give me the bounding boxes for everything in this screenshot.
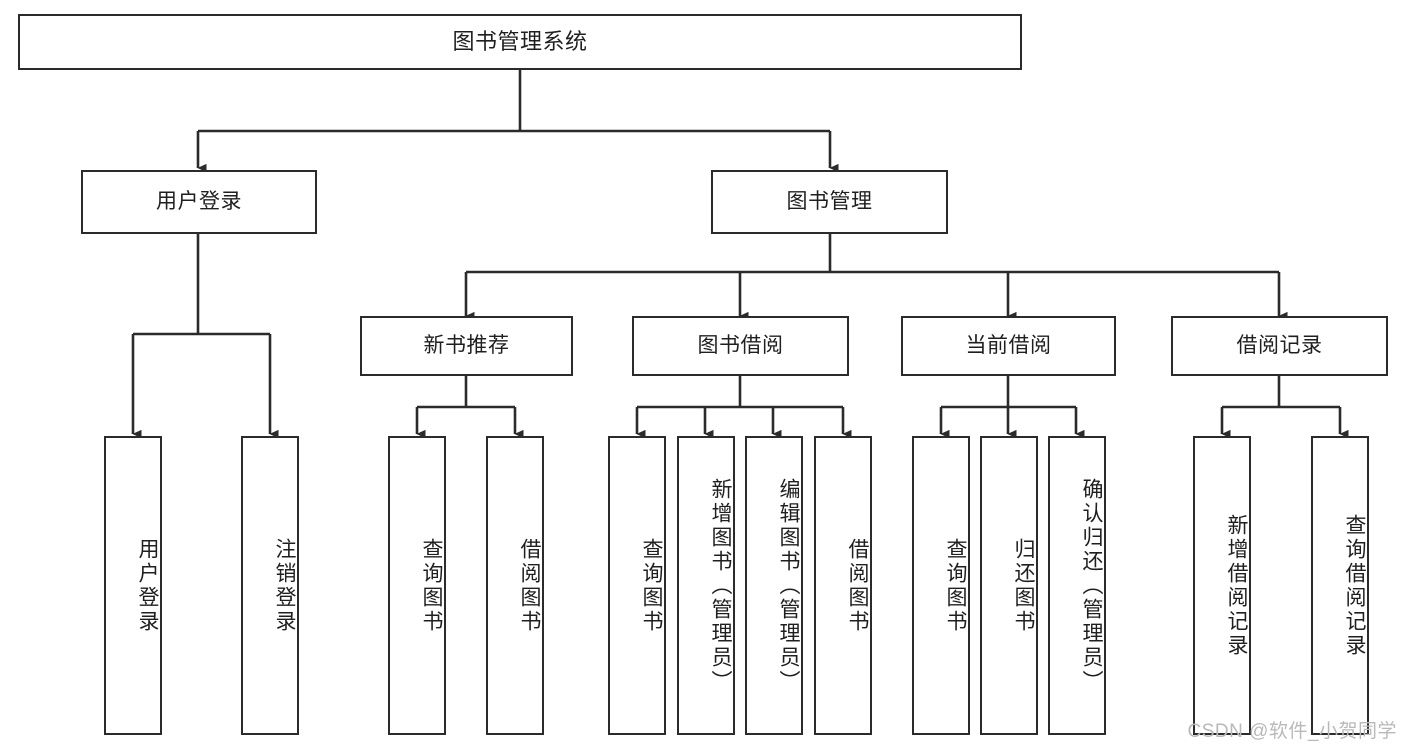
leaf-query-borrow-record[interactable]: 查询借阅记录 <box>1311 436 1369 735</box>
leaf-add-borrow-record[interactable]: 新增借阅记录 <box>1193 436 1251 735</box>
node-new-book-recommend[interactable]: 新书推荐 <box>360 316 573 376</box>
leaf-user-login[interactable]: 用户登录 <box>104 436 162 735</box>
leaf-add-book-admin-label: 新增图书（管理员） <box>709 477 732 694</box>
leaf-return-book[interactable]: 归还图书 <box>980 436 1038 735</box>
leaf-borrow-book-1[interactable]: 借阅图书 <box>486 436 544 735</box>
leaf-query-book-1-label: 查询图书 <box>420 537 443 634</box>
leaf-confirm-return-admin[interactable]: 确认归还（管理员） <box>1048 436 1106 735</box>
leaf-query-book-2[interactable]: 查询图书 <box>608 436 666 735</box>
leaf-add-borrow-record-label: 新增借阅记录 <box>1225 513 1248 658</box>
watermark: CSDN @软件_小贺同学 <box>1187 721 1397 742</box>
leaf-return-book-label: 归还图书 <box>1012 537 1035 634</box>
leaf-borrow-book-1-label: 借阅图书 <box>518 537 541 634</box>
node-book-borrow[interactable]: 图书借阅 <box>632 316 849 376</box>
node-book-management[interactable]: 图书管理 <box>711 170 948 234</box>
leaf-query-book-1[interactable]: 查询图书 <box>388 436 446 735</box>
leaf-logout-label: 注销登录 <box>273 537 296 634</box>
node-root-system[interactable]: 图书管理系统 <box>18 14 1022 70</box>
leaf-confirm-return-admin-label: 确认归还（管理员） <box>1080 477 1103 694</box>
node-current-borrow[interactable]: 当前借阅 <box>901 316 1116 376</box>
leaf-query-borrow-record-label: 查询借阅记录 <box>1343 513 1366 658</box>
leaf-user-login-label: 用户登录 <box>136 537 159 634</box>
leaf-add-book-admin[interactable]: 新增图书（管理员） <box>677 436 735 735</box>
node-borrow-record[interactable]: 借阅记录 <box>1171 316 1388 376</box>
leaf-borrow-book-2[interactable]: 借阅图书 <box>814 436 872 735</box>
leaf-query-book-2-label: 查询图书 <box>640 537 663 634</box>
leaf-query-book-3[interactable]: 查询图书 <box>912 436 970 735</box>
leaf-borrow-book-2-label: 借阅图书 <box>846 537 869 634</box>
leaf-edit-book-admin[interactable]: 编辑图书（管理员） <box>745 436 803 735</box>
leaf-query-book-3-label: 查询图书 <box>944 537 967 634</box>
node-user-login[interactable]: 用户登录 <box>81 170 317 234</box>
leaf-edit-book-admin-label: 编辑图书（管理员） <box>777 477 800 694</box>
leaf-logout[interactable]: 注销登录 <box>241 436 299 735</box>
